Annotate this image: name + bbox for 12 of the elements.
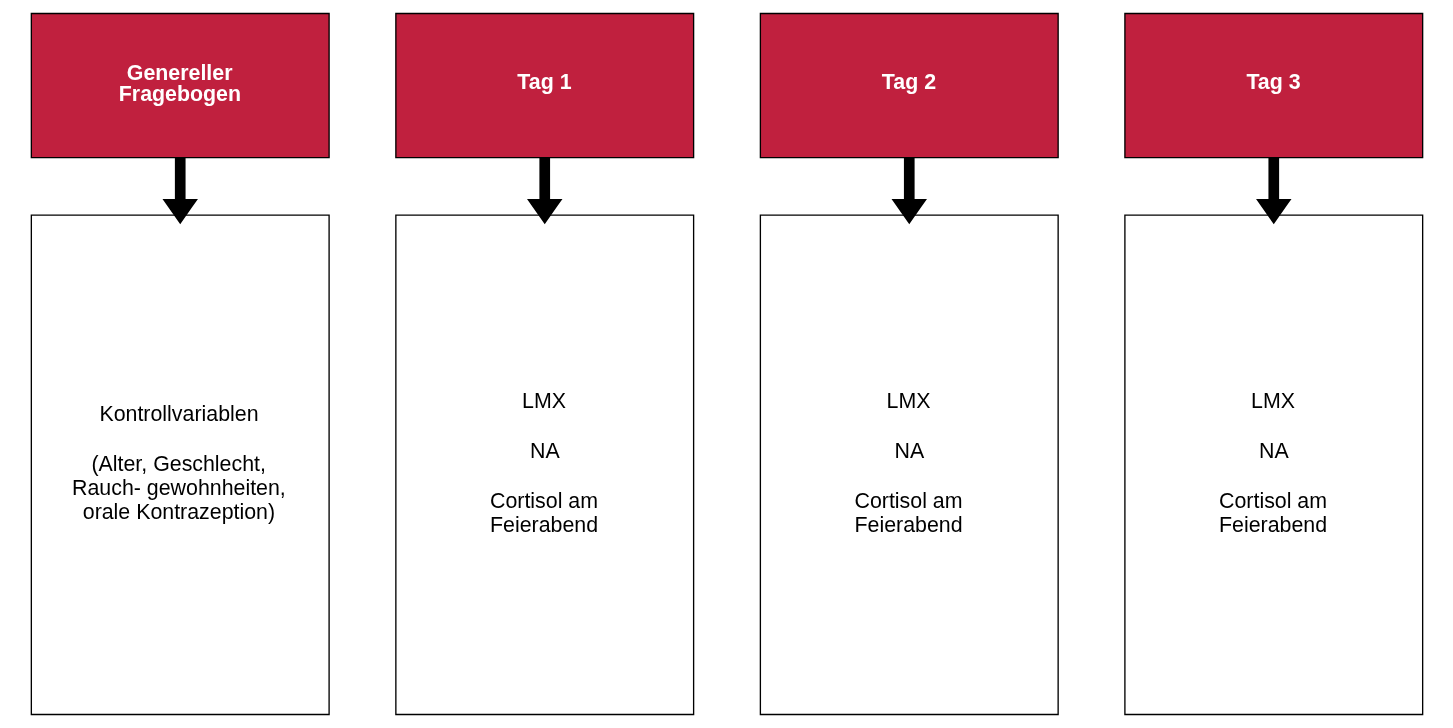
node-box: LMX NA Cortisol am Feierabend xyxy=(394,214,694,716)
arrow xyxy=(891,157,927,225)
arrow xyxy=(1255,157,1291,225)
arrow xyxy=(526,157,562,225)
node-box: LMX NA Cortisol am Feierabend xyxy=(759,214,1059,716)
node-box: Tag 2 xyxy=(759,12,1059,159)
arrow xyxy=(162,157,198,225)
node-box: Tag 1 xyxy=(394,12,694,159)
node-box: Tag 3 xyxy=(1123,12,1423,159)
node-box: Kontrollvariablen (Alter, Geschlecht, Rauch- gewohnheiten, orale Kontrazeption) xyxy=(30,214,330,716)
node-box: Genereller Fragebogen xyxy=(30,12,330,159)
node-box: LMX NA Cortisol am Feierabend xyxy=(1123,214,1423,716)
